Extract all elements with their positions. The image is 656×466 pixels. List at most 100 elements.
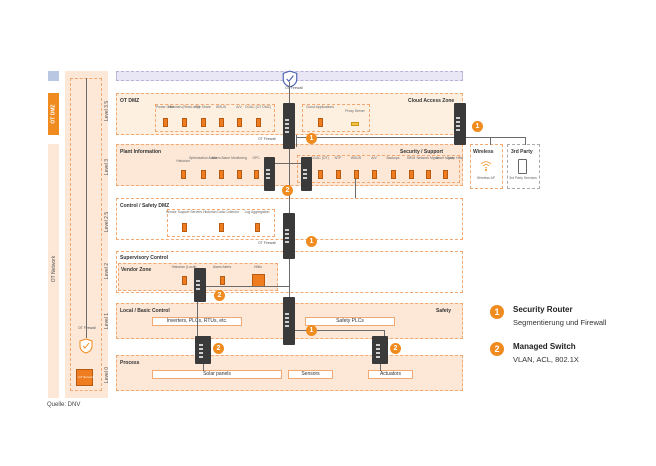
left-ot-network-label: OT Network — [51, 255, 57, 283]
security-device-label: DCAC (OT) — [311, 156, 329, 160]
source-caption: Quelle: DNV — [47, 402, 81, 408]
third-party-services-label: 3rd Party Services — [509, 176, 537, 180]
wireless-title: Wireless — [473, 149, 494, 155]
dmz-device — [219, 118, 224, 127]
dmz-device — [182, 118, 187, 127]
dmz-device-label: File Share — [195, 105, 211, 109]
dmz-device-label: WSUS — [215, 105, 227, 109]
control-safety-title: Control / Safety DMZ — [120, 203, 170, 209]
vendor-switch — [194, 268, 206, 302]
security-device — [443, 170, 448, 179]
ot-dmz-title: OT DMZ — [120, 98, 140, 104]
plant-device-label: Alarm Alarm — [211, 156, 231, 160]
level-3-5-label: Level 3.5 — [104, 100, 110, 122]
level-2-5-label: Level 2.5 — [104, 211, 110, 233]
router-badge: 1 — [306, 133, 317, 144]
switch-badge: 2 — [390, 343, 401, 354]
local-basic-title: Local / Basic Control — [120, 308, 170, 314]
left-top-square — [48, 71, 59, 81]
left-ot-network-bar — [48, 144, 59, 398]
wireless-zone — [470, 144, 503, 189]
plant-device-label: OPC — [252, 156, 260, 160]
third-party-zone — [507, 144, 540, 189]
vendor-device-label: HMIs — [254, 265, 262, 269]
router-badge: 1 — [306, 325, 317, 336]
security-device-label: A/V — [371, 156, 377, 160]
security-device-label: WSUS — [350, 156, 362, 160]
security-router — [283, 103, 295, 149]
switch-badge: 2 — [213, 343, 224, 354]
plant-device — [219, 170, 224, 179]
iot-sensor-label: IoT Sensors — [78, 375, 95, 379]
safety-switch — [372, 336, 388, 364]
cloud-device-label: Proxy Server — [345, 109, 365, 113]
actuators-box: Actuators — [368, 370, 413, 379]
left-ot-dmz-label: OT DMZ — [50, 104, 57, 124]
plant-device-label: Optimization Alarm — [188, 156, 218, 160]
security-device-label: Network Mgmt. — [416, 156, 440, 160]
sensors-box: Sensors — [288, 370, 333, 379]
dmz-device-label: A/V — [236, 105, 242, 109]
top-firewall-shield-icon — [282, 70, 298, 93]
control-device — [255, 223, 260, 232]
switch-badge: 2 — [214, 290, 225, 301]
dmz-device — [201, 118, 206, 127]
legend-desc: Segmentierung und Firewall — [513, 318, 607, 327]
firewall-label: OT Firewall — [258, 137, 276, 141]
security-device — [426, 170, 431, 179]
security-support-title: Security / Support — [400, 149, 444, 155]
switch-badge: 2 — [282, 185, 293, 196]
control-router — [283, 213, 295, 259]
security-switch — [301, 157, 312, 191]
legend-desc: VLAN, ACL, 802.1X — [513, 355, 579, 364]
local-router — [283, 297, 295, 345]
router-badge: 1 — [472, 121, 483, 132]
shield-icon — [79, 338, 93, 359]
plant-device — [201, 170, 206, 179]
top-firewall-label: OT Firewall — [285, 86, 303, 90]
security-device-label: Jump Host — [446, 156, 464, 160]
security-device — [372, 170, 377, 179]
cloud-security-router — [454, 103, 466, 145]
plant-device-label: Monitoring — [231, 156, 247, 160]
left-firewall-label: OT Firewall — [78, 326, 96, 330]
plant-device — [237, 170, 242, 179]
dmz-device-label: DCAC (OT DMZ) — [245, 105, 271, 109]
router-badge: 1 — [306, 236, 317, 247]
level-3-label: Level 3 — [104, 158, 110, 176]
plant-info-title: Plant Information — [120, 149, 162, 155]
vendor-device — [220, 276, 225, 285]
security-device — [354, 170, 359, 179]
security-device — [336, 170, 341, 179]
dmz-device-label: Power Gate — [156, 105, 174, 109]
wireless-ap-label: Wireless AP — [476, 176, 496, 180]
control-device — [182, 223, 187, 232]
supervisory-title: Supervisory Control — [120, 255, 169, 261]
control-device-label: Vendor Support Servers — [165, 210, 203, 214]
vendor-device — [182, 276, 187, 285]
dmz-device — [237, 118, 242, 127]
vendor-device-label: Historian (Local) — [171, 265, 197, 269]
security-device-label: SIEM — [406, 156, 416, 160]
legend-title: Managed Switch — [513, 342, 576, 351]
wifi-icon — [479, 159, 493, 178]
plant-device-label: Historian — [176, 159, 190, 163]
safety-title: Safety — [436, 308, 452, 314]
vendor-device-label: Alarm Alerts — [212, 265, 232, 269]
security-device-label: Backups — [386, 156, 400, 160]
control-device-label: Log Aggregation — [244, 210, 270, 214]
dmz-device-label: Historian (Read only) — [168, 105, 200, 109]
level-2-label: Level 2 — [104, 262, 110, 280]
security-device — [409, 170, 414, 179]
level-0-label: Level 0 — [104, 366, 110, 384]
dmz-device — [256, 118, 261, 127]
cloud-device — [351, 122, 359, 126]
phone-icon — [518, 159, 527, 174]
vendor-zone-title: Vendor Zone — [121, 267, 152, 273]
cloud-device — [318, 118, 323, 127]
cloud-device-label: Cloud Applications — [306, 105, 334, 109]
control-device-label: Historian Data Collector — [203, 210, 239, 214]
plant-device — [181, 170, 186, 179]
process-switch — [195, 336, 211, 364]
security-device — [391, 170, 396, 179]
